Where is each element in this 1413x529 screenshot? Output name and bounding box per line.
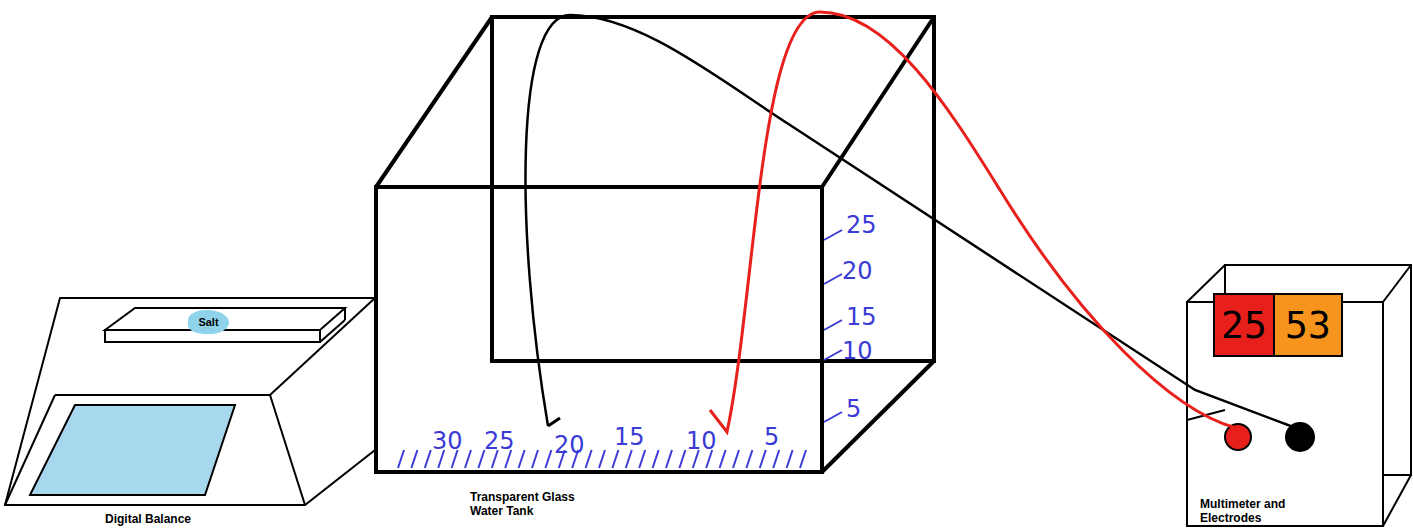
- caption: Digital Balance: [105, 512, 245, 526]
- black-wire: [525, 15, 1296, 428]
- salt-blob: Salt: [188, 310, 229, 334]
- scale-number: 20: [554, 432, 585, 458]
- tick-mark: [411, 450, 417, 468]
- tick-mark: [824, 274, 842, 284]
- water-tank: [376, 17, 934, 472]
- tick-mark: [733, 450, 739, 468]
- display-digit: 25: [1213, 293, 1275, 357]
- tick-mark: [465, 450, 471, 468]
- scale-number: 5: [764, 424, 779, 450]
- tick-mark: [760, 450, 766, 468]
- tick-mark: [824, 350, 842, 360]
- caption: Multimeter and Electrodes: [1200, 497, 1310, 525]
- tick-mark: [787, 450, 793, 468]
- tick-mark: [824, 230, 842, 240]
- display-value: 25: [1221, 305, 1267, 345]
- caption: Transparent Glass Water Tank: [470, 490, 580, 518]
- tick-mark: [746, 450, 752, 468]
- tick-mark: [639, 450, 645, 468]
- item-label: Salt: [198, 316, 218, 328]
- multimeter: [1187, 265, 1411, 526]
- tick-mark: [599, 450, 605, 468]
- digital-balance: [5, 298, 375, 505]
- tick-mark: [653, 450, 659, 468]
- scale-number: 15: [614, 424, 645, 450]
- tick-mark: [478, 450, 484, 468]
- tick-mark: [425, 450, 431, 468]
- scale-number: 25: [484, 428, 515, 454]
- scale-number: 5: [846, 396, 861, 422]
- tick-mark: [773, 450, 779, 468]
- scale-number: 30: [432, 428, 463, 454]
- tick-mark: [586, 450, 592, 468]
- scale-number: 10: [842, 338, 873, 364]
- display-digit: 53: [1273, 293, 1343, 357]
- tick-mark: [679, 450, 685, 468]
- black-wire-tip: [548, 418, 560, 426]
- tick-mark: [720, 450, 726, 468]
- tick-mark: [626, 450, 632, 468]
- tick-mark: [545, 450, 551, 468]
- scale-number: 25: [846, 212, 877, 238]
- scale-number: 20: [842, 258, 873, 284]
- tick-mark: [824, 412, 842, 422]
- red-wire: [710, 12, 1236, 432]
- tick-mark: [532, 450, 538, 468]
- tick-mark: [398, 450, 404, 468]
- tick-mark: [800, 450, 806, 468]
- tick-mark: [612, 450, 618, 468]
- tick-mark: [666, 450, 672, 468]
- tick-mark: [519, 450, 525, 468]
- tick-mark: [824, 320, 842, 330]
- scale-number: 10: [686, 428, 717, 454]
- scale-number: 15: [846, 304, 877, 330]
- display-value: 53: [1285, 305, 1331, 345]
- scale-ticks: [398, 230, 842, 468]
